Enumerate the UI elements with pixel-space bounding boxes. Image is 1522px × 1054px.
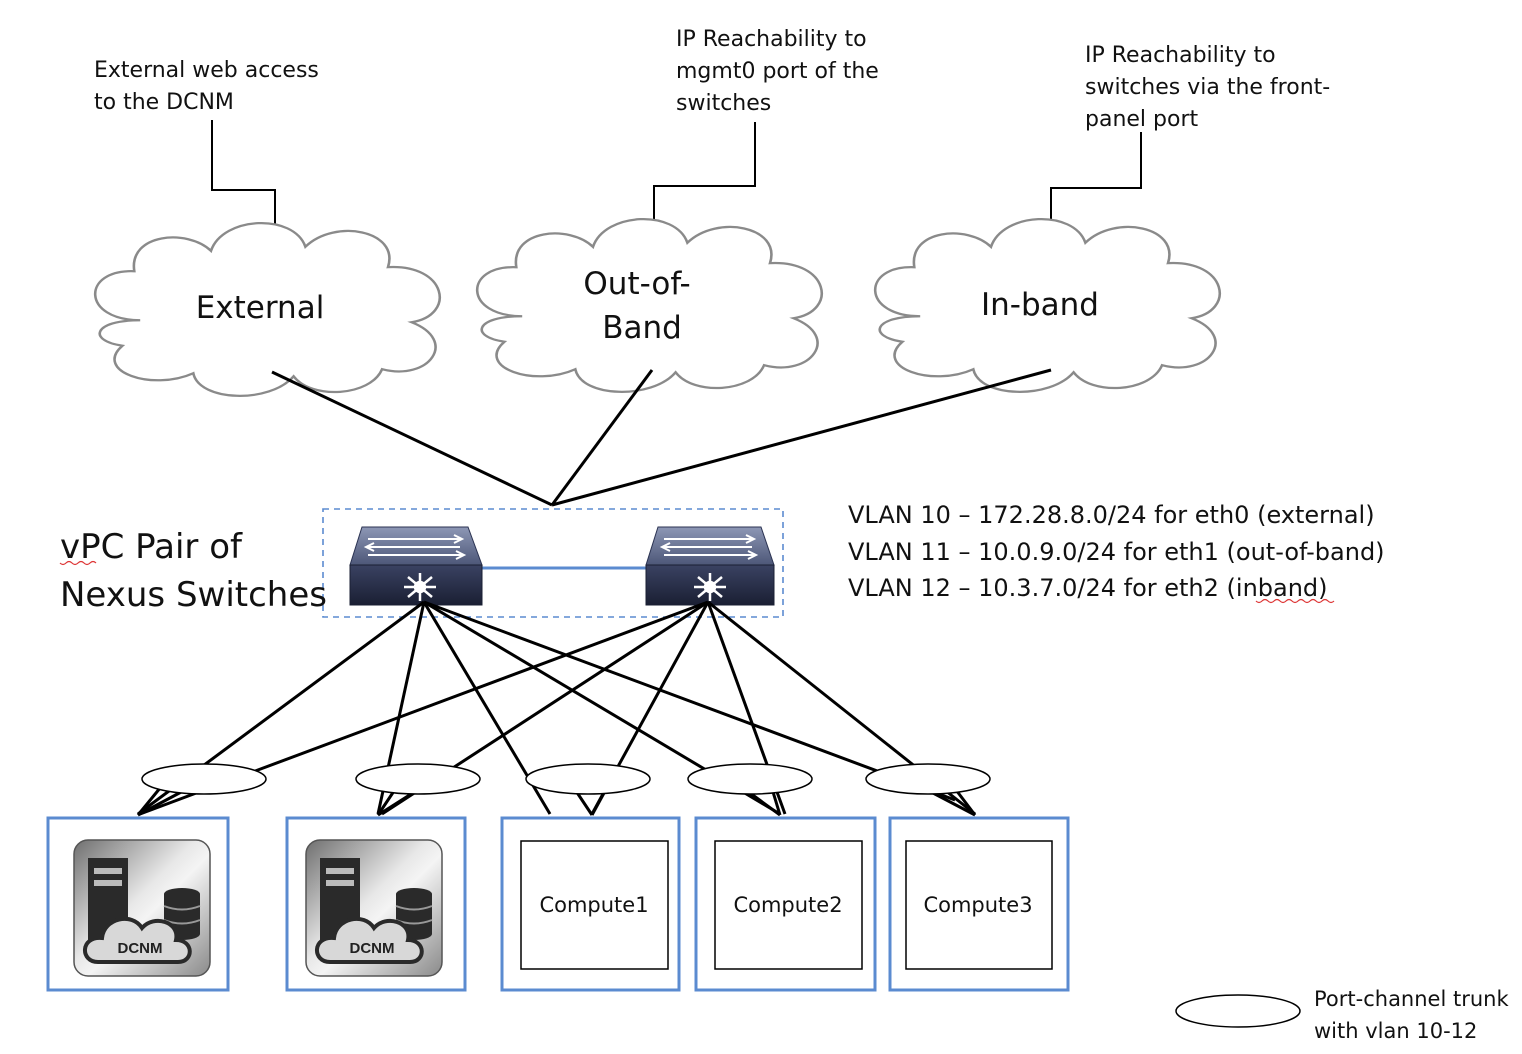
port-channel-2 [355,763,481,795]
host-compute-1: Compute1 [500,816,681,992]
switch-fabric-icon [404,573,436,601]
inband-annotation: IP Reachability to switches via the fron… [1085,43,1337,132]
vlan-list: VLAN 10 – 172.28.8.0/24 for eth0 (extern… [848,501,1392,602]
vpc-dashed-box [322,508,784,618]
dcnm-server-icon: DCNM [305,839,443,977]
external-annotation: External web access to the DCNM [94,58,326,115]
oob-leader-line [653,122,756,250]
host-dcnm-1: DCNM [46,816,230,992]
compute-2-label: Compute2 [733,893,842,917]
external-cloud-label: External [196,290,325,326]
inband-leader-line [1050,132,1142,248]
oob-cloud [475,217,824,394]
uplink-inband [551,368,1052,507]
compute-1-label: Compute1 [539,893,648,917]
uplink-oob [550,369,654,506]
legend-port-channel-symbol [1175,994,1301,1028]
spellcheck-underline [1255,598,1335,604]
port-channel-4 [687,763,813,795]
compute-3-label: Compute3 [923,893,1032,917]
legend-text: Port-channel trunk with vlan 10-12 [1314,987,1515,1043]
switch-fabric-icon [694,573,726,601]
oob-cloud-label: Out-of- Band [583,266,700,346]
port-channel-1 [141,763,267,795]
nexus-switch-1 [349,526,483,606]
port-channel-5 [865,763,991,795]
host-compute-3: Compute3 [888,816,1070,992]
uplink-external [271,370,553,507]
port-channel-3 [525,763,651,795]
host-compute-2: Compute2 [694,816,877,992]
nexus-switch-2 [645,526,775,606]
vpc-pair-label: vPC Pair of Nexus Switches [60,527,327,615]
dcnm-icon-label: DCNM [350,940,395,957]
host-dcnm-2: DCNM [285,816,467,992]
dcnm-icon-label: DCNM [118,940,163,957]
spellcheck-underline [59,560,97,566]
dcnm-server-icon: DCNM [73,839,211,977]
oob-annotation: IP Reachability to mgmt0 port of the swi… [676,27,886,116]
inband-cloud-label: In-band [981,287,1099,323]
